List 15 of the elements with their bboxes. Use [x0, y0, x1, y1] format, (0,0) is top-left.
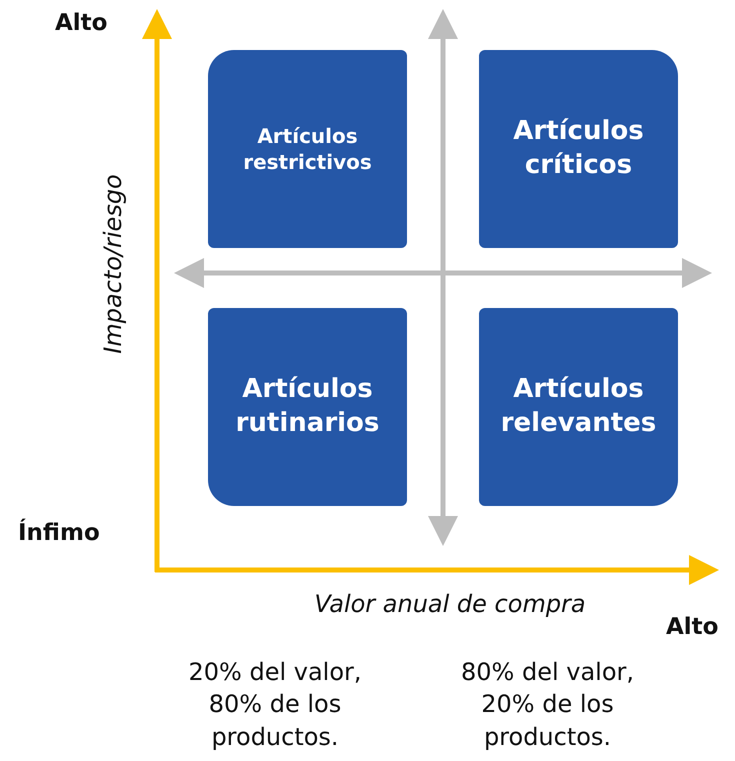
quadrant-box: [208, 308, 407, 506]
quadrant-box: [479, 50, 678, 248]
axis-end-label: Alto: [55, 10, 108, 36]
note-text: 80% del valor, 20% de los productos.: [460, 657, 636, 753]
axis-title: Impacto/riesgo: [99, 173, 127, 356]
axis-title: Valor anual de compra: [313, 590, 587, 618]
axis-end-label: Ínfimo: [18, 520, 101, 546]
note-text: 20% del valor, 80% de los productos.: [187, 657, 363, 753]
quadrant-box: [479, 308, 678, 506]
quadrant-title: Artículos rutinarios: [234, 373, 380, 440]
quadrant-title: Artículos relevantes: [500, 373, 658, 440]
quadrant-title: Artículos críticos: [512, 115, 645, 182]
axis-end-label: Alto: [666, 614, 720, 640]
quadrant-title: Artículos restrictivos: [242, 123, 373, 175]
quadrant-box: [208, 50, 407, 248]
